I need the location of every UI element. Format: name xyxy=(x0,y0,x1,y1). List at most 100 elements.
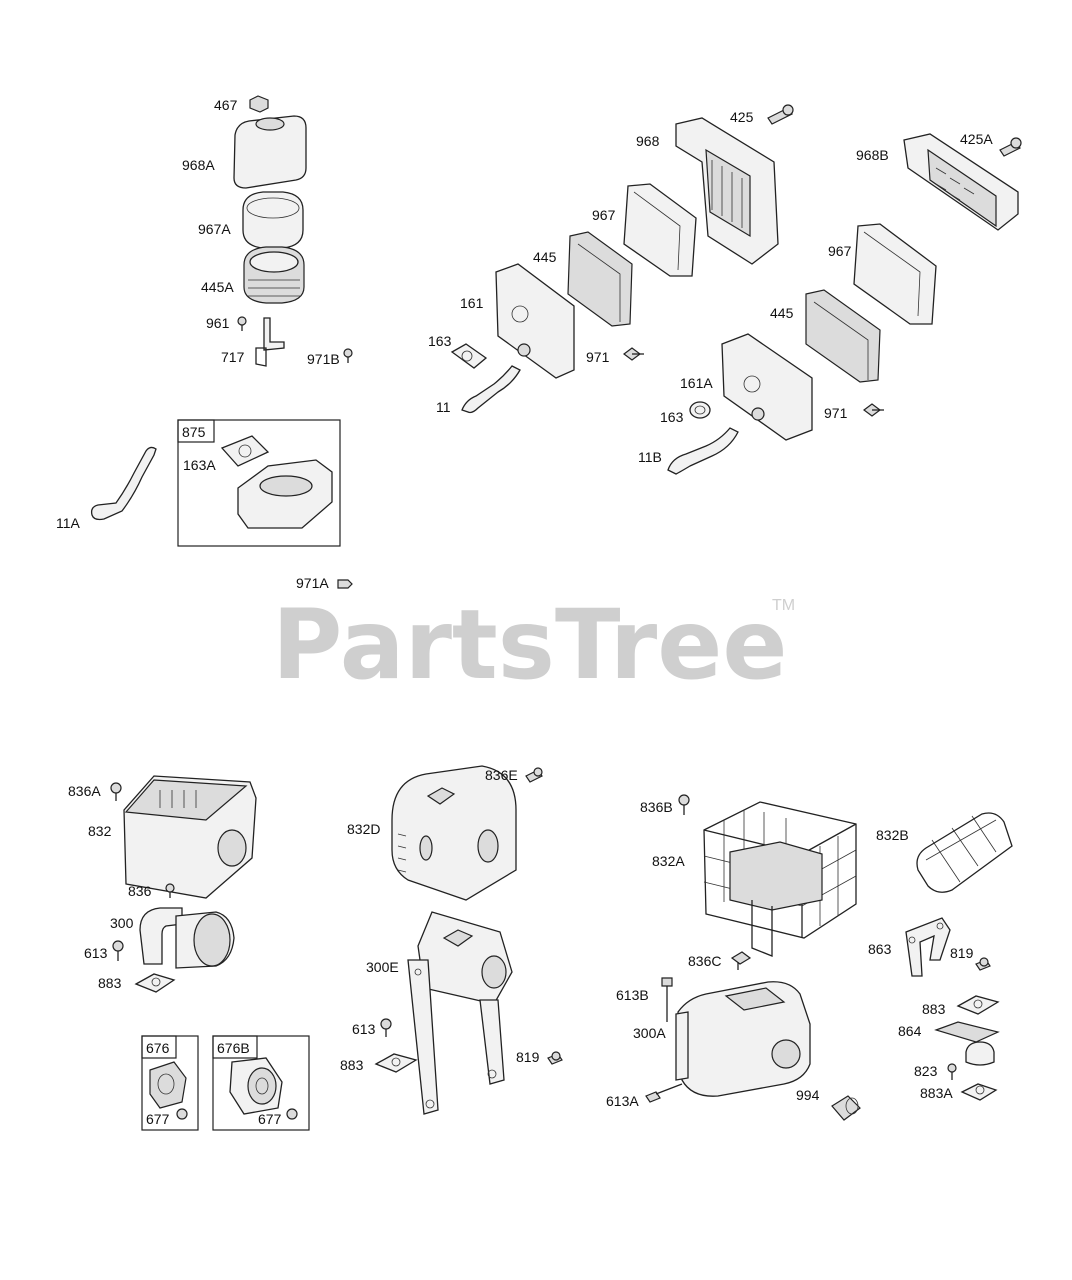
part-445-a xyxy=(567,231,633,327)
label-11: 11 xyxy=(436,399,451,415)
part-836A xyxy=(110,782,122,801)
label-425: 425 xyxy=(730,109,754,125)
part-300 xyxy=(139,907,235,969)
label-832: 832 xyxy=(88,823,112,839)
part-883-c xyxy=(956,995,1000,1015)
label-967A: 967A xyxy=(198,221,231,237)
label-613A: 613A xyxy=(606,1093,639,1109)
part-163A xyxy=(220,435,270,467)
part-883A xyxy=(960,1083,998,1101)
part-163-a xyxy=(450,343,488,369)
label-161A: 161A xyxy=(680,375,713,391)
label-971A: 971A xyxy=(296,575,329,591)
part-445A xyxy=(243,246,305,304)
label-961: 961 xyxy=(206,315,230,331)
part-676 xyxy=(149,1061,187,1109)
label-863: 863 xyxy=(868,941,892,957)
part-11 xyxy=(461,365,521,414)
part-967-b xyxy=(853,223,937,325)
label-968B: 968B xyxy=(856,147,889,163)
label-717: 717 xyxy=(221,349,245,365)
label-994: 994 xyxy=(796,1087,820,1103)
label-832D: 832D xyxy=(347,821,380,837)
label-836: 836 xyxy=(128,883,152,899)
part-11A xyxy=(90,446,157,521)
part-836E xyxy=(525,767,543,783)
part-832 xyxy=(123,775,257,899)
part-425 xyxy=(767,104,794,125)
label-883A: 883A xyxy=(920,1085,953,1101)
label-445-a: 445 xyxy=(533,249,557,265)
part-968 xyxy=(675,117,779,265)
part-863 xyxy=(905,917,951,977)
label-968: 968 xyxy=(636,133,660,149)
label-819-a: 819 xyxy=(516,1049,540,1065)
label-967-b: 967 xyxy=(828,243,852,259)
part-613-b xyxy=(380,1018,392,1037)
label-836C: 836C xyxy=(688,953,721,969)
label-613-b: 613 xyxy=(352,1021,376,1037)
part-425A xyxy=(999,137,1022,157)
part-971-a xyxy=(623,347,644,361)
label-968A: 968A xyxy=(182,157,215,173)
part-161 xyxy=(495,263,575,379)
part-994 xyxy=(831,1095,861,1121)
part-11B xyxy=(667,427,739,475)
label-819-b: 819 xyxy=(950,945,974,961)
part-968B xyxy=(903,133,1019,231)
part-883-a xyxy=(134,973,176,993)
label-875: 875 xyxy=(182,424,206,440)
part-677-b xyxy=(286,1108,298,1120)
watermark: PartsTree xyxy=(272,589,787,701)
label-161: 161 xyxy=(460,295,484,311)
part-832A xyxy=(703,801,857,957)
label-971-a: 971 xyxy=(586,349,610,365)
part-163-b xyxy=(689,401,711,419)
part-676B xyxy=(229,1057,283,1115)
label-613B: 613B xyxy=(616,987,649,1003)
part-967A xyxy=(242,191,304,249)
part-971A xyxy=(337,579,353,589)
label-864: 864 xyxy=(898,1023,922,1039)
part-300A xyxy=(675,981,811,1097)
label-677-a: 677 xyxy=(146,1111,170,1127)
label-676: 676 xyxy=(146,1040,170,1056)
part-836B xyxy=(678,794,690,815)
label-836A: 836A xyxy=(68,783,101,799)
label-971B: 971B xyxy=(307,351,340,367)
part-864 xyxy=(934,1021,1000,1066)
label-445A: 445A xyxy=(201,279,234,295)
part-971B xyxy=(343,348,353,363)
label-300A: 300A xyxy=(633,1025,666,1041)
part-823 xyxy=(947,1063,957,1080)
label-11A: 11A xyxy=(56,515,81,531)
part-968A xyxy=(233,115,307,189)
label-163A: 163A xyxy=(183,457,216,473)
label-967-a: 967 xyxy=(592,207,616,223)
part-967-a xyxy=(623,183,697,277)
part-832D xyxy=(391,765,517,901)
label-467: 467 xyxy=(214,97,238,113)
part-836C xyxy=(730,951,752,970)
watermark-tm: TM xyxy=(772,597,795,614)
part-819-a xyxy=(547,1051,563,1065)
label-883-b: 883 xyxy=(340,1057,364,1073)
label-613-a: 613 xyxy=(84,945,108,961)
label-300: 300 xyxy=(110,915,134,931)
part-819-b xyxy=(975,957,991,971)
label-11B: 11B xyxy=(638,449,662,465)
label-883-c: 883 xyxy=(922,1001,946,1017)
box-875 xyxy=(177,419,341,547)
part-445-b xyxy=(805,289,881,383)
label-832B: 832B xyxy=(876,827,909,843)
part-961 xyxy=(237,316,247,331)
part-300E xyxy=(407,911,513,1115)
label-832A: 832A xyxy=(652,853,685,869)
label-300E: 300E xyxy=(366,959,399,975)
label-823: 823 xyxy=(914,1063,938,1079)
label-836E: 836E xyxy=(485,767,518,783)
label-676B: 676B xyxy=(217,1040,250,1056)
part-613B xyxy=(661,977,673,1022)
part-717 xyxy=(255,317,285,367)
label-677-b: 677 xyxy=(258,1111,282,1127)
